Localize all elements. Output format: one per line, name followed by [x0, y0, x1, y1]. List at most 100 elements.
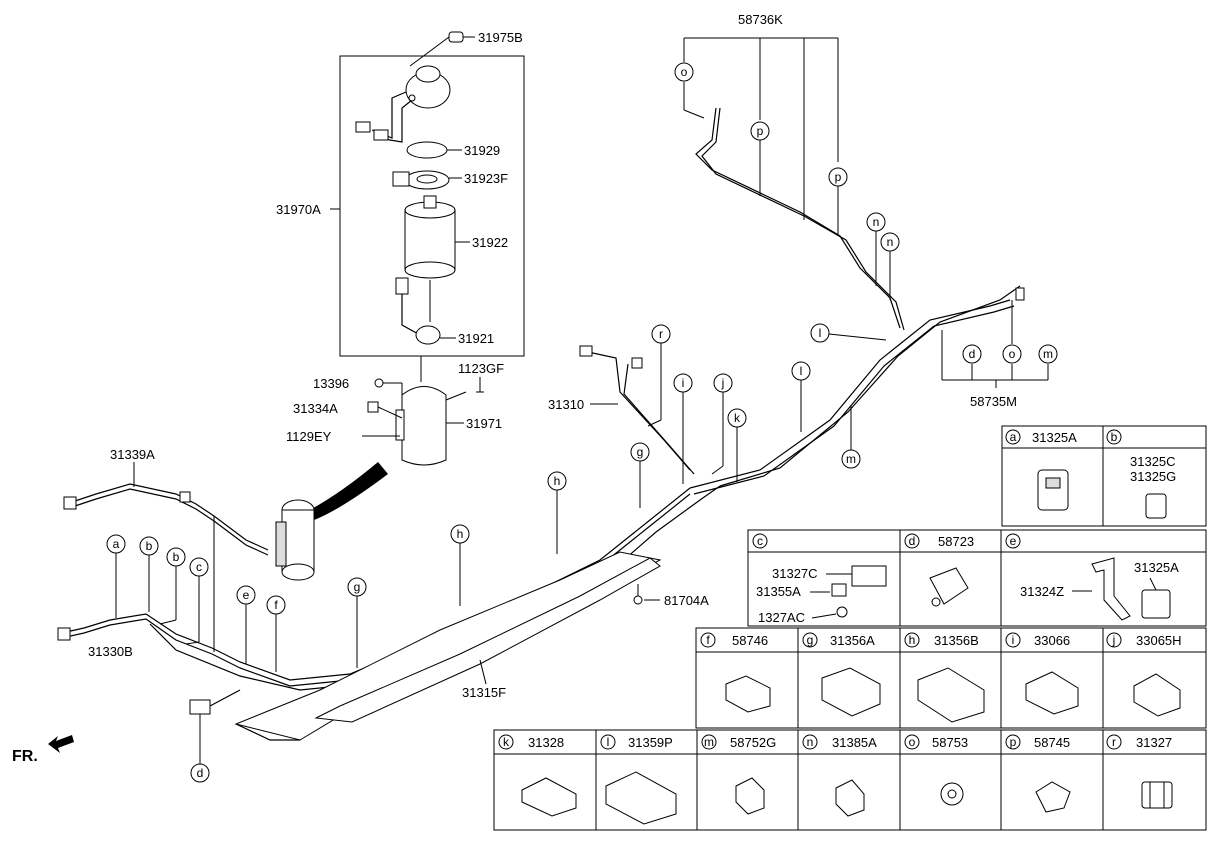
svg-text:c: c [757, 534, 763, 548]
callout-b-2 [166, 547, 186, 567]
callout-n-1 [866, 212, 886, 232]
label-31970A: 31970A [276, 202, 321, 217]
svg-text:p: p [757, 124, 764, 138]
callout-h-1 [450, 524, 470, 544]
svg-text:d: d [909, 534, 916, 548]
label-31921: 31921 [458, 331, 494, 346]
filter-assembly-frame [339, 55, 525, 357]
legend-cell-p: p 58745 [1005, 734, 1071, 813]
svg-text:a: a [1010, 430, 1017, 444]
svg-text:d: d [969, 347, 976, 361]
svg-text:o: o [909, 735, 916, 749]
svg-text:c: c [196, 560, 202, 574]
label-31922: 31922 [472, 235, 508, 250]
legend-table [493, 425, 1207, 831]
svg-text:31325A: 31325A [1032, 430, 1077, 445]
callout-m-2 [1038, 344, 1058, 364]
label-31923F: 31923F [464, 171, 508, 186]
legend-cell-a: a 31325A [1005, 429, 1077, 511]
label-13396: 13396 [313, 376, 349, 391]
legend-cell-o: o 58753 [904, 734, 968, 806]
callout-g-1 [347, 577, 367, 597]
legend-cell-i: i 33066 [1005, 632, 1079, 715]
svg-text:k: k [734, 411, 741, 425]
callout-d [190, 763, 210, 783]
svg-text:p: p [835, 170, 842, 184]
svg-text:31355A: 31355A [756, 584, 801, 599]
assembly-pointer [306, 462, 388, 520]
callout-b-1 [139, 536, 159, 556]
label-31339A: 31339A [110, 447, 155, 462]
svg-text:58752G: 58752G [730, 735, 776, 750]
filter-bracket-part [395, 356, 464, 466]
svg-text:31327: 31327 [1136, 735, 1172, 750]
label-31975B: 31975B [478, 30, 523, 45]
svg-text:g: g [637, 445, 644, 459]
front-arrow-icon [48, 735, 74, 753]
svg-text:n: n [873, 215, 880, 229]
svg-text:k: k [503, 735, 510, 749]
label-31330B: 31330B [88, 644, 133, 659]
svg-text:31325G: 31325G [1130, 469, 1176, 484]
callout-g-2 [630, 442, 650, 462]
legend-cell-j: j 33065H [1106, 632, 1182, 717]
svg-text:31359P: 31359P [628, 735, 673, 750]
callout-d-2 [962, 344, 982, 364]
label-31315F: 31315F [462, 685, 506, 700]
svg-text:h: h [909, 633, 916, 647]
callout-m-1 [841, 449, 861, 469]
callout-h-2 [547, 471, 567, 491]
label-81704A: 81704A [664, 593, 709, 608]
label-1129EY: 1129EY [286, 429, 332, 444]
legend-cell-c: c 31327C 31355A 1327AC [752, 533, 887, 625]
svg-text:l: l [819, 326, 822, 340]
svg-text:o: o [681, 65, 688, 79]
label-58736K: 58736K [738, 12, 783, 27]
svg-text:31324Z: 31324Z [1020, 584, 1064, 599]
callout-l-2 [810, 323, 830, 343]
svg-text:p: p [1010, 735, 1017, 749]
svg-text:l: l [607, 735, 610, 749]
filter-sensor-part [392, 170, 450, 190]
filter-cap-part [409, 31, 475, 67]
svg-text:1327AC: 1327AC [758, 610, 805, 625]
svg-text:31356B: 31356B [934, 633, 979, 648]
legend-cell-b: b 31325C 31325G [1106, 429, 1176, 519]
legend-cell-h: h 31356B [904, 632, 985, 723]
svg-text:j: j [721, 376, 725, 390]
label-31971: 31971 [466, 416, 502, 431]
label-31310: 31310 [548, 397, 584, 412]
svg-text:m: m [704, 735, 714, 749]
svg-text:g: g [354, 580, 361, 594]
connector-d-bottom [189, 689, 241, 764]
legend-cell-k: k 31328 [498, 734, 577, 817]
legend-cell-f: f 58746 [700, 632, 771, 713]
svg-text:h: h [554, 474, 561, 488]
svg-text:b: b [146, 539, 153, 553]
callout-f [266, 595, 286, 615]
legend-cell-r: r 31327 [1106, 734, 1173, 809]
legend-cell-n: n 31385A [802, 734, 877, 817]
label-58735M: 58735M [970, 394, 1017, 409]
callout-p-1 [750, 121, 770, 141]
svg-text:e: e [1010, 534, 1017, 548]
svg-text:33066: 33066 [1034, 633, 1070, 648]
callout-l-1 [791, 361, 811, 381]
label-1123GF: 1123GF [458, 361, 504, 376]
svg-text:g: g [807, 633, 814, 647]
svg-text:31325A: 31325A [1134, 560, 1179, 575]
svg-text:r: r [659, 327, 663, 341]
front-indicator: FR. [12, 748, 38, 765]
svg-text:d: d [197, 766, 204, 780]
svg-text:31385A: 31385A [832, 735, 877, 750]
water-sensor-part [395, 277, 441, 345]
svg-text:o: o [1009, 347, 1016, 361]
svg-text:31325C: 31325C [1130, 454, 1176, 469]
svg-text:m: m [1043, 347, 1053, 361]
callout-j [713, 373, 733, 393]
legend-cell-d: d 58723 [904, 533, 974, 607]
svg-text:l: l [800, 364, 803, 378]
svg-text:31356A: 31356A [830, 633, 875, 648]
svg-text:b: b [173, 550, 180, 564]
